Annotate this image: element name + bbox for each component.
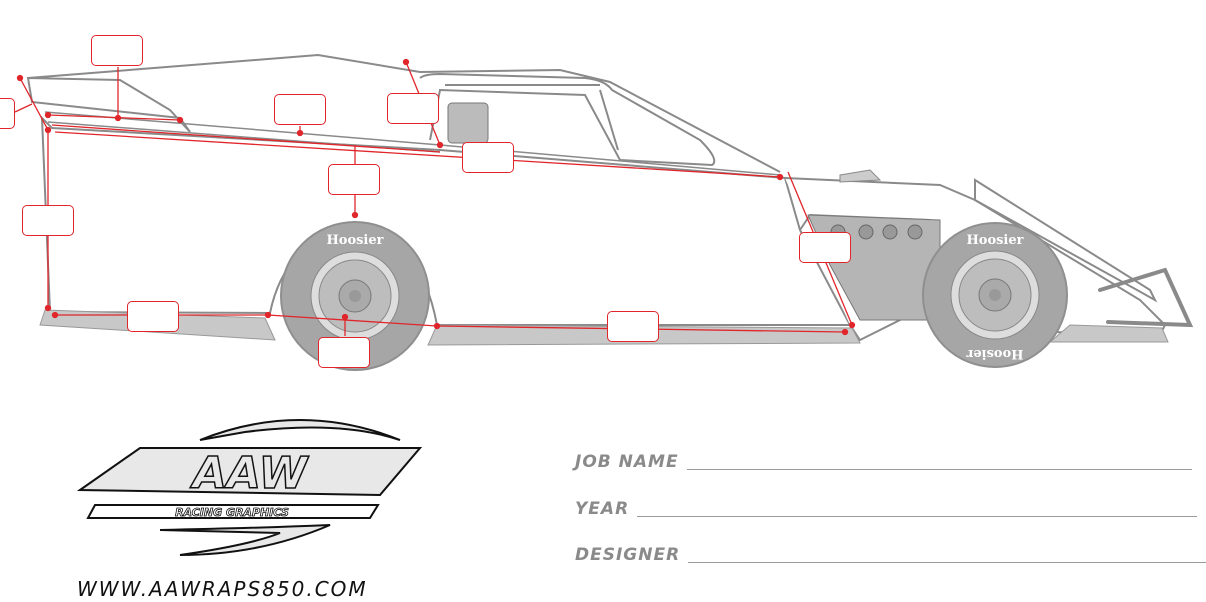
logo-main-text: AAW xyxy=(190,448,310,499)
roll-cage xyxy=(419,72,716,167)
air-cleaner xyxy=(839,169,882,183)
job-name-label: JOB NAME xyxy=(575,452,679,472)
measurement-box[interactable] xyxy=(22,205,74,236)
measurement-box[interactable] xyxy=(274,94,326,125)
measurement-box[interactable] xyxy=(462,142,514,173)
rear-wheel: Hoosier xyxy=(280,221,430,371)
front-wheel: Hoosier Hoosier xyxy=(922,222,1068,368)
measurement-box[interactable] xyxy=(328,164,380,195)
measurement-box[interactable] xyxy=(387,93,439,124)
job-name-row: JOB NAME xyxy=(575,452,1192,472)
measurement-box[interactable] xyxy=(318,337,370,368)
designer-field[interactable] xyxy=(688,562,1206,563)
designer-label: DESIGNER xyxy=(575,545,681,565)
aaw-logo: AAW RACING GRAPHICS xyxy=(76,419,423,556)
designer-row: DESIGNER xyxy=(575,545,1206,565)
tire-brand-label-inverted: Hoosier xyxy=(966,346,1023,361)
engine-port xyxy=(907,224,923,240)
measurement-box[interactable] xyxy=(799,232,851,263)
measurement-box[interactable] xyxy=(0,98,15,129)
measurement-box[interactable] xyxy=(91,35,143,66)
nose-wing xyxy=(974,178,1158,303)
front-splitter xyxy=(1048,324,1169,343)
tire-brand-label: Hoosier xyxy=(966,233,1023,248)
engine-port xyxy=(858,224,874,240)
website-url: WWW.AAWRAPS850.COM xyxy=(77,577,368,601)
measurement-box[interactable] xyxy=(127,301,179,332)
front-bumper xyxy=(1098,267,1194,328)
seat xyxy=(447,102,489,144)
logo-sub-text: RACING GRAPHICS xyxy=(175,506,289,519)
tire-brand-label: Hoosier xyxy=(326,233,383,248)
year-row: YEAR xyxy=(575,499,1198,519)
measurement-box[interactable] xyxy=(607,311,659,342)
year-label: YEAR xyxy=(575,499,630,519)
job-name-field[interactable] xyxy=(686,469,1192,470)
year-field[interactable] xyxy=(637,516,1198,517)
engine-port xyxy=(882,224,898,240)
